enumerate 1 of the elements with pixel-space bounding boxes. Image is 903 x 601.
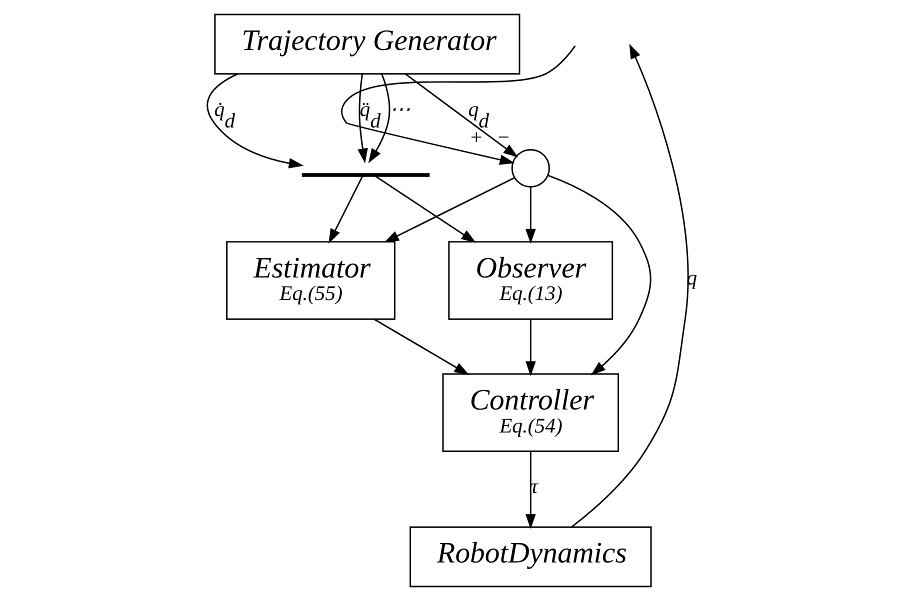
edge-label: ⋯ bbox=[389, 98, 410, 121]
